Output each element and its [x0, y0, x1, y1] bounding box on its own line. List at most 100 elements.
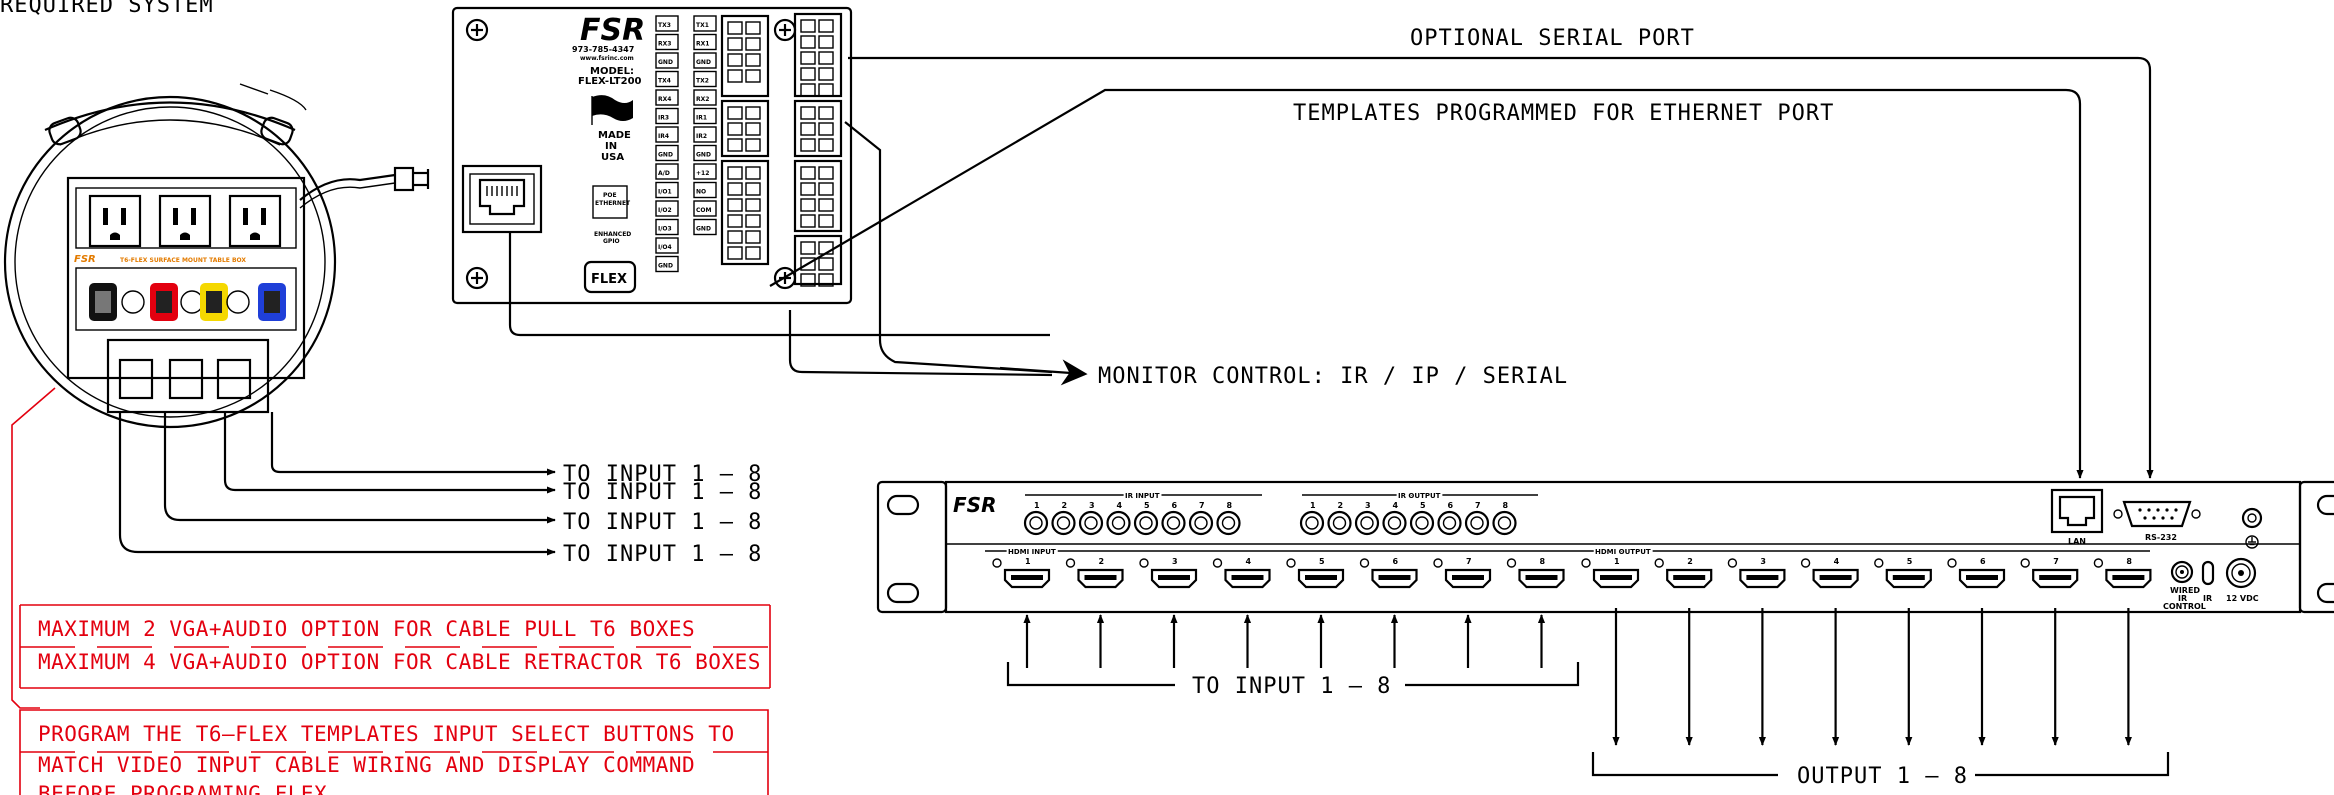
ir-output-number: 3 — [1365, 501, 1371, 510]
terminal-label-box — [655, 33, 679, 51]
ir-jack-icon — [1023, 510, 1049, 536]
black-connector-icon — [89, 283, 117, 321]
led-indicator — [1286, 558, 1296, 568]
terminal-label: COM — [696, 207, 712, 214]
wired-ir-label: IR — [2178, 594, 2187, 603]
ethernet-label: ETHERNET — [595, 200, 631, 207]
terminal-screw-icon — [800, 83, 816, 97]
red-connector-icon — [150, 283, 178, 321]
ir-output-number: 1 — [1310, 501, 1316, 510]
led-indicator — [1874, 558, 1884, 568]
power-outlet-icon — [88, 194, 142, 248]
led-indicator — [1139, 558, 1149, 568]
controller-phone: 973-785-4347 — [572, 45, 634, 54]
wired-label: WIRED — [2170, 586, 2200, 595]
terminal-label-box — [655, 52, 679, 69]
ir-input-number: 4 — [1117, 501, 1123, 510]
hdmi-port-pins — [1746, 575, 1779, 580]
terminal-label: TX2 — [696, 78, 709, 85]
ir-jack-inner — [1470, 516, 1484, 530]
hdmi-output-number: 5 — [1907, 557, 1913, 566]
terminal-wire-slot — [818, 83, 834, 97]
hdmi-input-number: 7 — [1466, 557, 1472, 566]
hdmi-port-icon — [1077, 568, 1124, 589]
terminal-screw-icon — [800, 106, 816, 120]
ir-jack-icon — [1188, 510, 1214, 536]
ir-input-number: 2 — [1062, 501, 1068, 510]
ir-input-label: IR INPUT — [1125, 492, 1160, 500]
terminal-label: TX4 — [658, 78, 671, 85]
terminal-wire-slot — [745, 138, 761, 152]
terminal-wire-slot — [818, 273, 834, 287]
ir-jack-icon — [1133, 510, 1159, 536]
hdmi-port-pins — [1011, 575, 1043, 580]
terminal-wire-slot — [745, 21, 761, 35]
terminal-label: GND — [658, 152, 673, 159]
terminal-screw-icon — [800, 51, 816, 65]
t6-brand: FSR — [74, 254, 96, 265]
ground-symbol-icon — [2245, 535, 2259, 549]
hdmi-port-icon — [1224, 568, 1271, 589]
controller-model: FLEX-LT200 — [578, 76, 642, 87]
terminal-wire-slot — [745, 246, 761, 260]
lan-port-icon — [2050, 488, 2104, 534]
terminal-screws-right — [800, 19, 834, 287]
ir-jack-inner — [1415, 516, 1429, 530]
led-indicator — [1065, 558, 1076, 568]
hdmi-output-label: HDMI OUTPUT — [1595, 548, 1651, 556]
terminal-screw-icon — [727, 182, 743, 196]
hdmi-input-number: 8 — [1540, 557, 1546, 566]
terminal-wire-slot — [818, 35, 834, 49]
terminal-label: TX3 — [658, 22, 671, 29]
program-note-box: PROGRAM THE T6–FLEX TEMPLATES INPUT SELE… — [19, 709, 769, 795]
power-outlet-icon — [228, 194, 282, 248]
terminal-label: IR1 — [696, 115, 707, 122]
terminal-label-box — [655, 163, 679, 180]
ir-jack-icon — [1464, 510, 1490, 536]
to-input-bottom-label: TO INPUT 1 – 8 — [1192, 674, 1391, 699]
terminal-wire-slot — [818, 198, 834, 212]
controller-model-label: MODEL: — [590, 66, 634, 77]
ir-jack-inner — [1332, 516, 1347, 530]
screw-icon — [465, 266, 489, 290]
hdmi-port-pins — [1305, 575, 1337, 580]
hdmi-input-arrows — [1023, 614, 1546, 668]
terminal-screw-icon — [727, 246, 743, 260]
controller-web: www.fsrinc.com — [580, 55, 634, 62]
to-input-label-4: TO INPUT 1 – 8 — [563, 542, 762, 567]
ir-output-number: 8 — [1503, 501, 1509, 510]
hdmi-port-pins — [1084, 575, 1117, 580]
terminal-screw-icon — [800, 35, 816, 49]
terminal-screw-icon — [800, 67, 816, 81]
hdmi-input-number: 1 — [1025, 557, 1031, 566]
ir-output-label: IR OUTPUT — [1398, 492, 1441, 500]
power-outlet-icon — [158, 194, 212, 248]
terminal-screw-icon — [727, 122, 743, 136]
terminal-label-box — [655, 237, 679, 254]
hdmi-port-pins — [2112, 575, 2145, 580]
hdmi-input-number: 3 — [1172, 557, 1178, 566]
program-note-line-3: BEFORE PROGRAMING FLEX — [38, 782, 327, 795]
terminal-label-box — [655, 181, 679, 199]
program-note-line-2: MATCH VIDEO INPUT CABLE WIRING AND DISPL… — [38, 753, 695, 777]
ir-jack-inner — [1194, 516, 1208, 530]
terminal-wire-slot — [818, 122, 834, 136]
ir-jack-inner — [1166, 516, 1181, 530]
led-indicator — [1947, 558, 1957, 568]
templates-ethernet-label: TEMPLATES PROGRAMMED FOR ETHERNET PORT — [1293, 101, 1834, 126]
hdmi-input-number: 2 — [1099, 557, 1105, 566]
hdmi-port-icon — [1958, 568, 2006, 589]
terminal-wire-slot — [745, 122, 761, 136]
hdmi-port-icon — [1444, 568, 1492, 589]
ir-input-number: 1 — [1034, 501, 1040, 510]
ir-output-number: 4 — [1393, 501, 1399, 510]
terminal-label-box — [693, 70, 717, 88]
hdmi-output-arrows — [1612, 608, 2132, 746]
terminal-wire-slot — [818, 67, 834, 81]
to-input-label-3: TO INPUT 1 – 8 — [563, 510, 762, 535]
led-indicator — [2020, 558, 2030, 568]
hdmi-port-icon — [1739, 568, 1786, 589]
hdmi-input-number: 5 — [1319, 557, 1325, 566]
terminal-label-box — [693, 126, 717, 143]
